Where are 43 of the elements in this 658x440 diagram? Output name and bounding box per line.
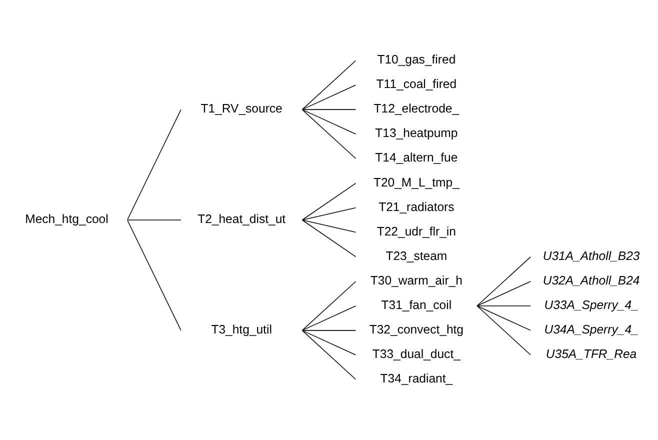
node-text: T32_convect_htg [369,324,464,337]
node-text: Mech_htg_cool [25,213,108,226]
connector [302,280,356,331]
node-text: T30_warm_air_h [370,274,462,288]
connector [302,109,356,134]
node-text: U34A_Sperry_4_ [544,324,638,337]
node-text: T34_radiant_ [380,372,453,386]
node-text: T20_M_L_tmp_ [373,176,460,190]
node-text: U31A_Atholl_B23 [542,250,640,263]
node-text: T3_htg_util [211,324,272,337]
connector [476,306,532,331]
node-text: T14_altern_fue [375,152,458,165]
node-text: T1_RV_source [200,102,282,116]
connector [302,306,356,331]
node-text: T33_dual_duct_ [372,348,460,362]
connector [302,207,356,220]
connector [302,60,356,110]
node-text: T31_fan_coil [381,298,452,312]
node-text: T12_electrode_ [374,102,460,116]
connector [302,220,356,233]
node-text: T21_radiators [378,200,454,214]
connector [302,220,356,258]
node-text: T11_coal_fired [376,78,457,92]
node-text: T23_steam [386,250,448,263]
node-text: T13_heatpump [375,127,458,140]
connector [302,330,356,380]
node-text: T10_gas_fired [377,54,456,67]
node-text: T22_udr_flr_in [376,225,456,238]
connector [302,84,356,110]
node-text: U32A_Atholl_B24 [542,274,640,288]
connector [476,306,532,356]
connector [302,182,356,220]
connector [476,280,532,306]
connector [302,109,356,110]
connector [302,109,356,160]
node-text: U33A_Sperry_4_ [544,298,638,312]
node-text: T2_heat_dist_ut [198,213,286,226]
connector [126,220,182,331]
connector [302,330,356,356]
node-text: U35A_TFR_Rea [546,348,637,362]
connector [302,330,356,331]
connector [476,256,532,306]
connector [126,109,182,220]
